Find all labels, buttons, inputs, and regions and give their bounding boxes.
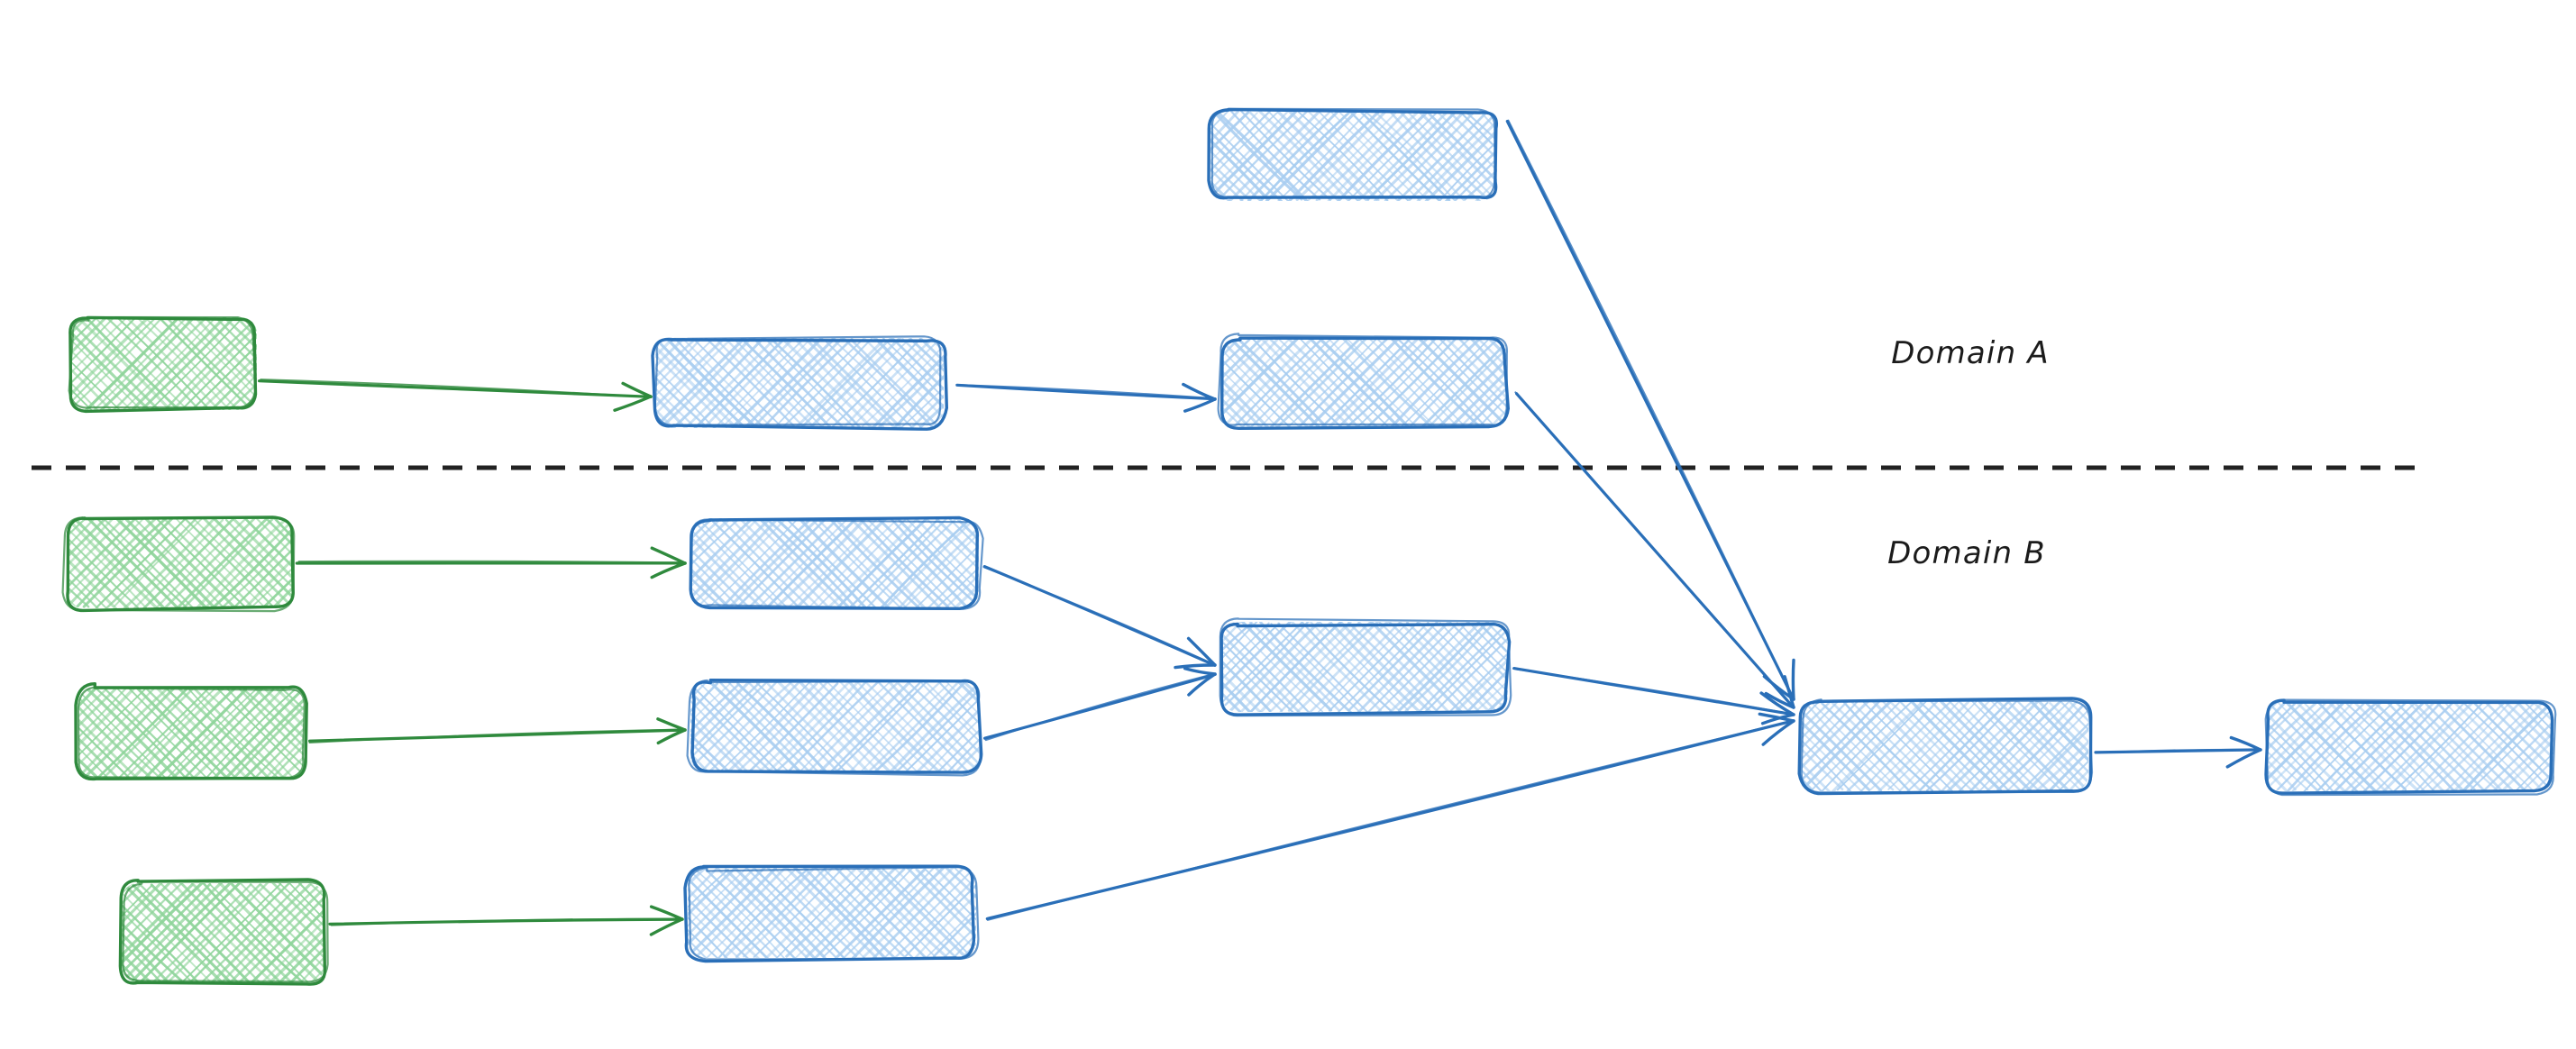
- edge-edge-a-stage-1-to-a-stage-2: [955, 382, 1217, 413]
- edge-edge-b-stage-3-to-b-sink: [985, 712, 1795, 921]
- node-b-source-1[interactable]: [0, 515, 464, 613]
- edge-edge-b-sink-to-b-output: [2094, 735, 2262, 769]
- edge-line: [260, 379, 653, 398]
- edge-arrowhead: [2225, 748, 2262, 769]
- edge-line: [297, 560, 686, 564]
- node-border: [69, 315, 258, 414]
- edge-arrowhead: [1183, 397, 1217, 413]
- domain-a-label: Domain A: [1891, 335, 2050, 371]
- node-b-source-3[interactable]: [0, 878, 518, 986]
- edge-arrowhead: [656, 728, 687, 745]
- edge-arrowhead: [1760, 713, 1795, 725]
- edge-edge-b-source-1-to-b-stage-1: [295, 546, 687, 579]
- edge-arrowhead: [650, 561, 687, 579]
- edge-edge-b-source-3-to-b-stage-3: [328, 905, 684, 936]
- edge-arrowhead: [656, 717, 687, 732]
- edge-arrowhead: [1761, 719, 1795, 746]
- node-a-stage-top[interactable]: [1031, 107, 1677, 203]
- node-layer: [0, 107, 2576, 986]
- edge-line: [982, 566, 1216, 666]
- edge-arrowhead: [650, 546, 687, 565]
- edge-arrowhead: [1187, 672, 1217, 697]
- node-border: [686, 679, 982, 777]
- node-b-merge[interactable]: [1042, 617, 1686, 717]
- node-border: [688, 866, 980, 961]
- node-a-stage-1[interactable]: [474, 335, 1119, 431]
- edge-arrowhead: [1186, 636, 1217, 667]
- edge-arrowhead: [1759, 691, 1795, 716]
- edge-edge-a-source-1-to-a-stage-1: [258, 379, 653, 412]
- node-border: [651, 337, 948, 431]
- edge-line: [1507, 119, 1795, 700]
- edge-line: [1505, 119, 1795, 701]
- edge-arrowhead: [1783, 675, 1795, 709]
- edge-arrowhead: [1183, 667, 1217, 676]
- edge-line: [330, 917, 683, 926]
- node-border: [1800, 698, 2094, 794]
- node-border: [1219, 617, 1512, 717]
- node-border: [1217, 333, 1508, 426]
- edge-layer: [258, 119, 2262, 936]
- edge-arrowhead: [1182, 382, 1217, 401]
- node-border: [122, 880, 329, 983]
- edge-line: [1514, 391, 1795, 708]
- node-border: [61, 516, 296, 613]
- edge-line: [955, 383, 1217, 400]
- node-border: [653, 335, 942, 426]
- edge-edge-b-merge-to-b-sink: [1512, 667, 1795, 725]
- domain-b-label: Domain B: [1887, 535, 2046, 571]
- edge-line: [955, 383, 1217, 401]
- edge-line: [1514, 668, 1795, 716]
- node-b-output[interactable]: [2085, 698, 2576, 797]
- edge-arrowhead: [613, 395, 653, 412]
- node-border: [1210, 107, 1496, 199]
- edge-edge-b-stage-1-to-b-merge: [982, 565, 1217, 670]
- edge-edge-b-source-2-to-b-stage-2: [308, 717, 687, 745]
- node-b-source-2[interactable]: [0, 682, 486, 781]
- edge-line: [986, 719, 1795, 921]
- node-border: [77, 686, 306, 780]
- edge-edge-b-stage-2-to-b-merge: [983, 667, 1217, 742]
- edge-edge-a-stage-2-to-b-sink: [1514, 391, 1795, 709]
- node-b-stage-2[interactable]: [509, 679, 1158, 777]
- edge-arrowhead: [649, 905, 684, 921]
- edge-arrowhead: [649, 917, 684, 936]
- edge-arrowhead: [2229, 735, 2262, 752]
- node-b-stage-1[interactable]: [510, 515, 1156, 610]
- edge-edge-a-stage-top-to-b-sink: [1505, 119, 1795, 701]
- edge-line: [308, 728, 686, 743]
- edge-arrowhead: [621, 381, 653, 398]
- node-border: [1219, 622, 1512, 716]
- edge-arrowhead: [1174, 663, 1217, 670]
- node-border: [690, 518, 984, 610]
- node-b-sink[interactable]: [1621, 697, 2269, 796]
- domain-label-layer: Domain A Domain B: [1887, 335, 2050, 571]
- edge-arrowhead: [1764, 691, 1795, 709]
- node-border: [68, 315, 257, 409]
- node-border: [1220, 336, 1510, 430]
- node-border: [2264, 698, 2557, 797]
- edge-arrowhead: [1791, 658, 1795, 701]
- node-a-stage-2[interactable]: [1040, 333, 1676, 430]
- node-a-source-1[interactable]: [0, 315, 436, 414]
- node-b-stage-3[interactable]: [509, 864, 1152, 963]
- edge-line: [984, 672, 1216, 742]
- edge-line: [2094, 748, 2261, 754]
